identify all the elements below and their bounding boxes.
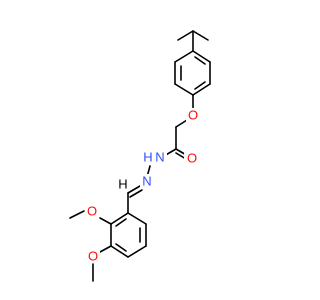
bond-ether-o-to-ch2 [175,119,188,128]
amide-nitrogen-label: N [155,150,164,165]
bond-ring-b-3 [127,245,147,258]
amide-hydrogen-label: H [143,150,152,165]
bond-ring-to-methoxy-o-2 [99,217,112,225]
bond-ring-a-1 [192,50,211,63]
imine-hydrogen-label: H [118,177,127,192]
bond-ring-a-double-1 [194,56,206,65]
methoxy-oxygen-3-label: O [88,249,98,264]
bond-ring-a-double-2 [194,81,206,90]
bond-isopropyl-methyl-right [192,30,209,41]
carbonyl-oxygen-label: O [187,151,197,166]
bond-ring-b-double-2 [115,243,127,252]
imine-nitrogen-label: N [142,174,151,189]
bond-ring-a-6 [174,50,194,63]
atom-labels: O O H N N H O O [85,108,200,264]
ether-oxygen-label: O [188,108,198,123]
bond-isopropyl-methyl-left [177,30,194,41]
methoxy-oxygen-2-label: O [87,204,97,219]
bond-imine-double-2 [129,189,143,198]
bond-ring-a-3 [192,83,211,96]
bond-ring-b-double-3 [115,218,127,227]
molecule-structure: O O H N N H O O [69,30,211,282]
bonds [69,30,211,282]
bond-ring-b-6 [110,212,129,225]
bond-ring-a-4 [174,83,194,96]
bond-ring-b-1 [127,212,147,225]
bond-ring-to-methoxy-o-3 [99,245,112,253]
bond-ring-b-4 [110,245,129,258]
bond-methoxy-o-2-to-ch3 [69,210,85,219]
bond-imine-double-1 [127,185,141,194]
